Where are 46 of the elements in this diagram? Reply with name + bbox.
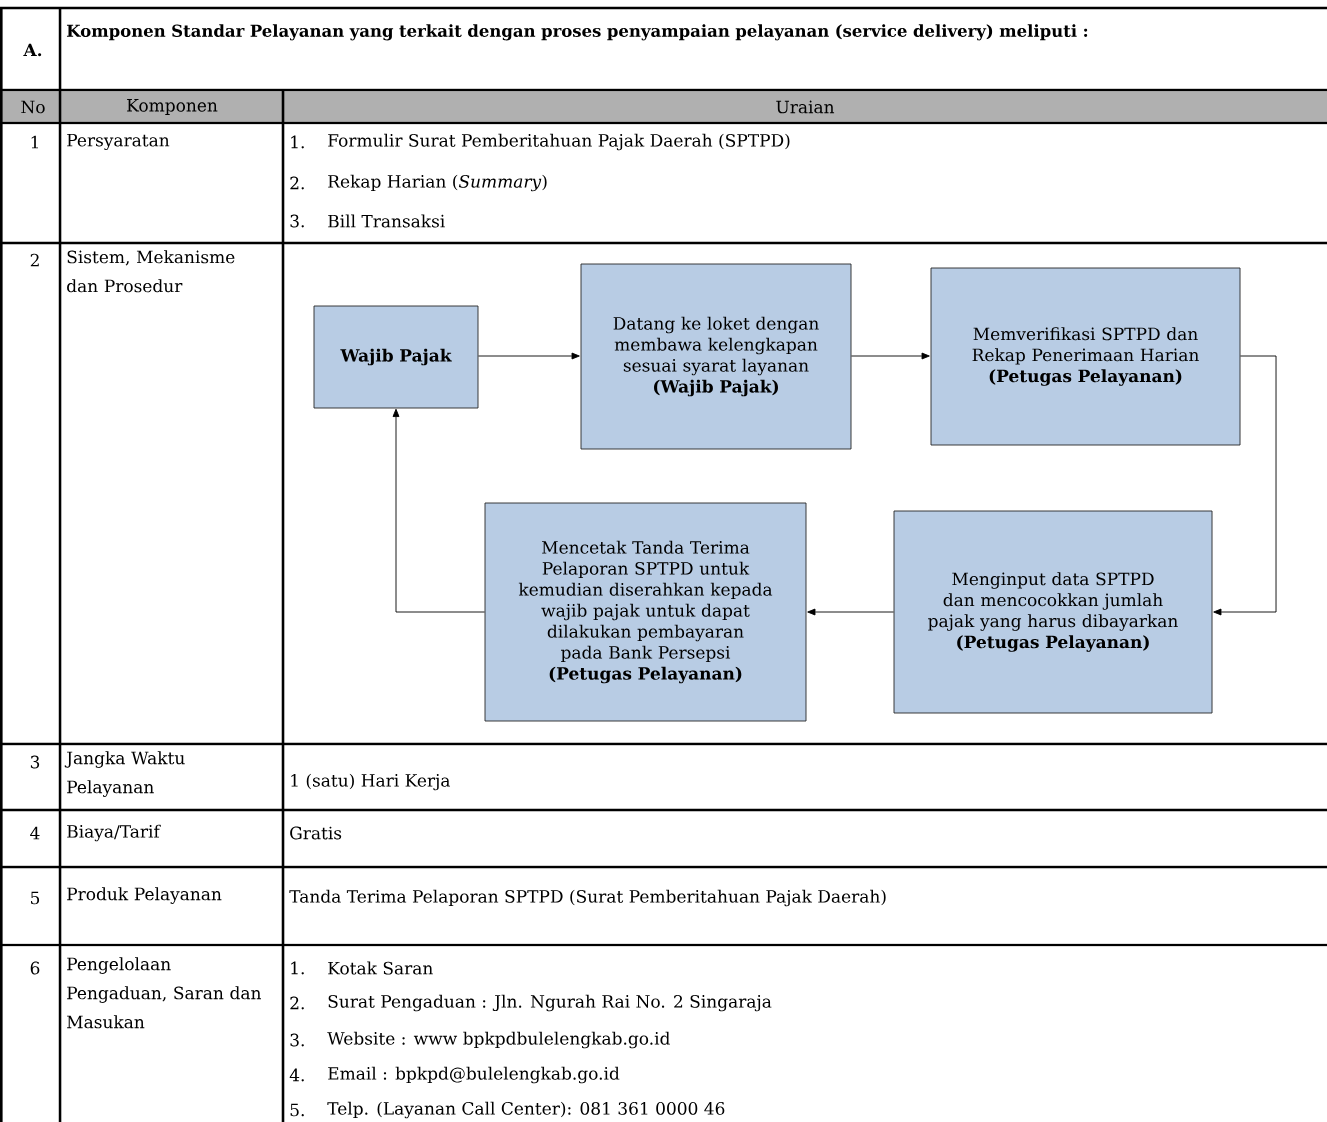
process-box: Datang ke loket dengan membawa kelengkapan sesuai syarat layanan (Wajib Pajak)	[580, 263, 852, 450]
row-number: 1	[31, 135, 38, 149]
list-item: Telp. (Layanan Call Center): 081 361 0000 46	[327, 1101, 725, 1119]
arrow	[851, 352, 930, 360]
process-box: Memverifikasi SPTPD dan Rekap Penerimaan Harian (Petugas Pelayanan)	[930, 267, 1241, 446]
list-number: 1.	[291, 135, 304, 149]
row-number: 4	[30, 826, 40, 840]
cell-text: Sistem, Mekanisme dan Prosedur	[67, 250, 235, 293]
cell-text: Persyaratan	[67, 133, 170, 151]
cell-text: Tanda Terima Pelaporan SPTPD (Surat Pemberitahuan Pajak Daerah)	[289, 889, 886, 907]
column-header: Komponen	[127, 99, 218, 115]
process-box: Wajib Pajak	[313, 305, 479, 409]
heading: Komponen Standar Pelayanan yang terkait dengan proses penyampaian pelayanan (service delivery) meliputi :	[66, 24, 1088, 41]
process-box: Mencetak Tanda Terima Pelaporan SPTPD untuk kemudian diserahkan kepada wajib pajak untuk dapat dilakukan pembayaran pada Bank Persepsi (Petugas Pelayanan)	[484, 502, 807, 722]
list-number: 2.	[290, 176, 304, 190]
list-number: 5.	[290, 1103, 304, 1117]
arrow	[478, 352, 580, 360]
section-letter: A.	[23, 43, 42, 57]
row-number: 6	[30, 961, 40, 975]
list-item: Rekap Harian (Summary)	[328, 174, 547, 192]
list-item: Formulir Surat Pemberitahuan Pajak Daerah (SPTPD)	[328, 133, 790, 151]
list-number: 4.	[289, 1068, 304, 1082]
arrow	[392, 408, 485, 613]
cell-text: Produk Pelayanan	[67, 887, 222, 904]
list-number: 3.	[290, 1033, 304, 1047]
arrow	[1213, 355, 1277, 616]
row-number: 3	[30, 755, 40, 769]
list-number: 1.	[291, 961, 304, 975]
list-item: Email : bpkpd@bulelengkab.go.id	[328, 1066, 620, 1084]
list-item: Kotak Saran	[328, 961, 433, 975]
column-header: Uraian	[776, 100, 835, 114]
cell-text: Biaya/Tarif	[67, 824, 161, 842]
list-item: Website : www bpkpdbulelengkab.go.id	[327, 1031, 670, 1049]
row-number: 5	[31, 891, 40, 905]
list-item: Surat Pengaduan : Jln. Ngurah Rai No. 2 Singaraja	[328, 994, 772, 1012]
cell-text: Pengelolaan Pengaduan, Saran dan Masukan	[67, 957, 261, 1029]
arrow	[807, 608, 894, 616]
row-number: 2	[30, 253, 39, 267]
list-number: 2.	[290, 996, 304, 1010]
list-item: Bill Transaksi	[328, 214, 445, 228]
process-box: Menginput data SPTPD dan mencocokkan jumlah pajak yang harus dibayarkan (Petugas Pelayanan)	[893, 510, 1213, 714]
cell-text: Jangka Waktu Pelayanan	[64, 751, 185, 797]
cell-text: Gratis	[290, 826, 342, 840]
list-number: 3.	[290, 214, 304, 228]
column-header: No	[21, 100, 45, 114]
cell-text: 1 (satu) Hari Kerja	[291, 773, 450, 791]
